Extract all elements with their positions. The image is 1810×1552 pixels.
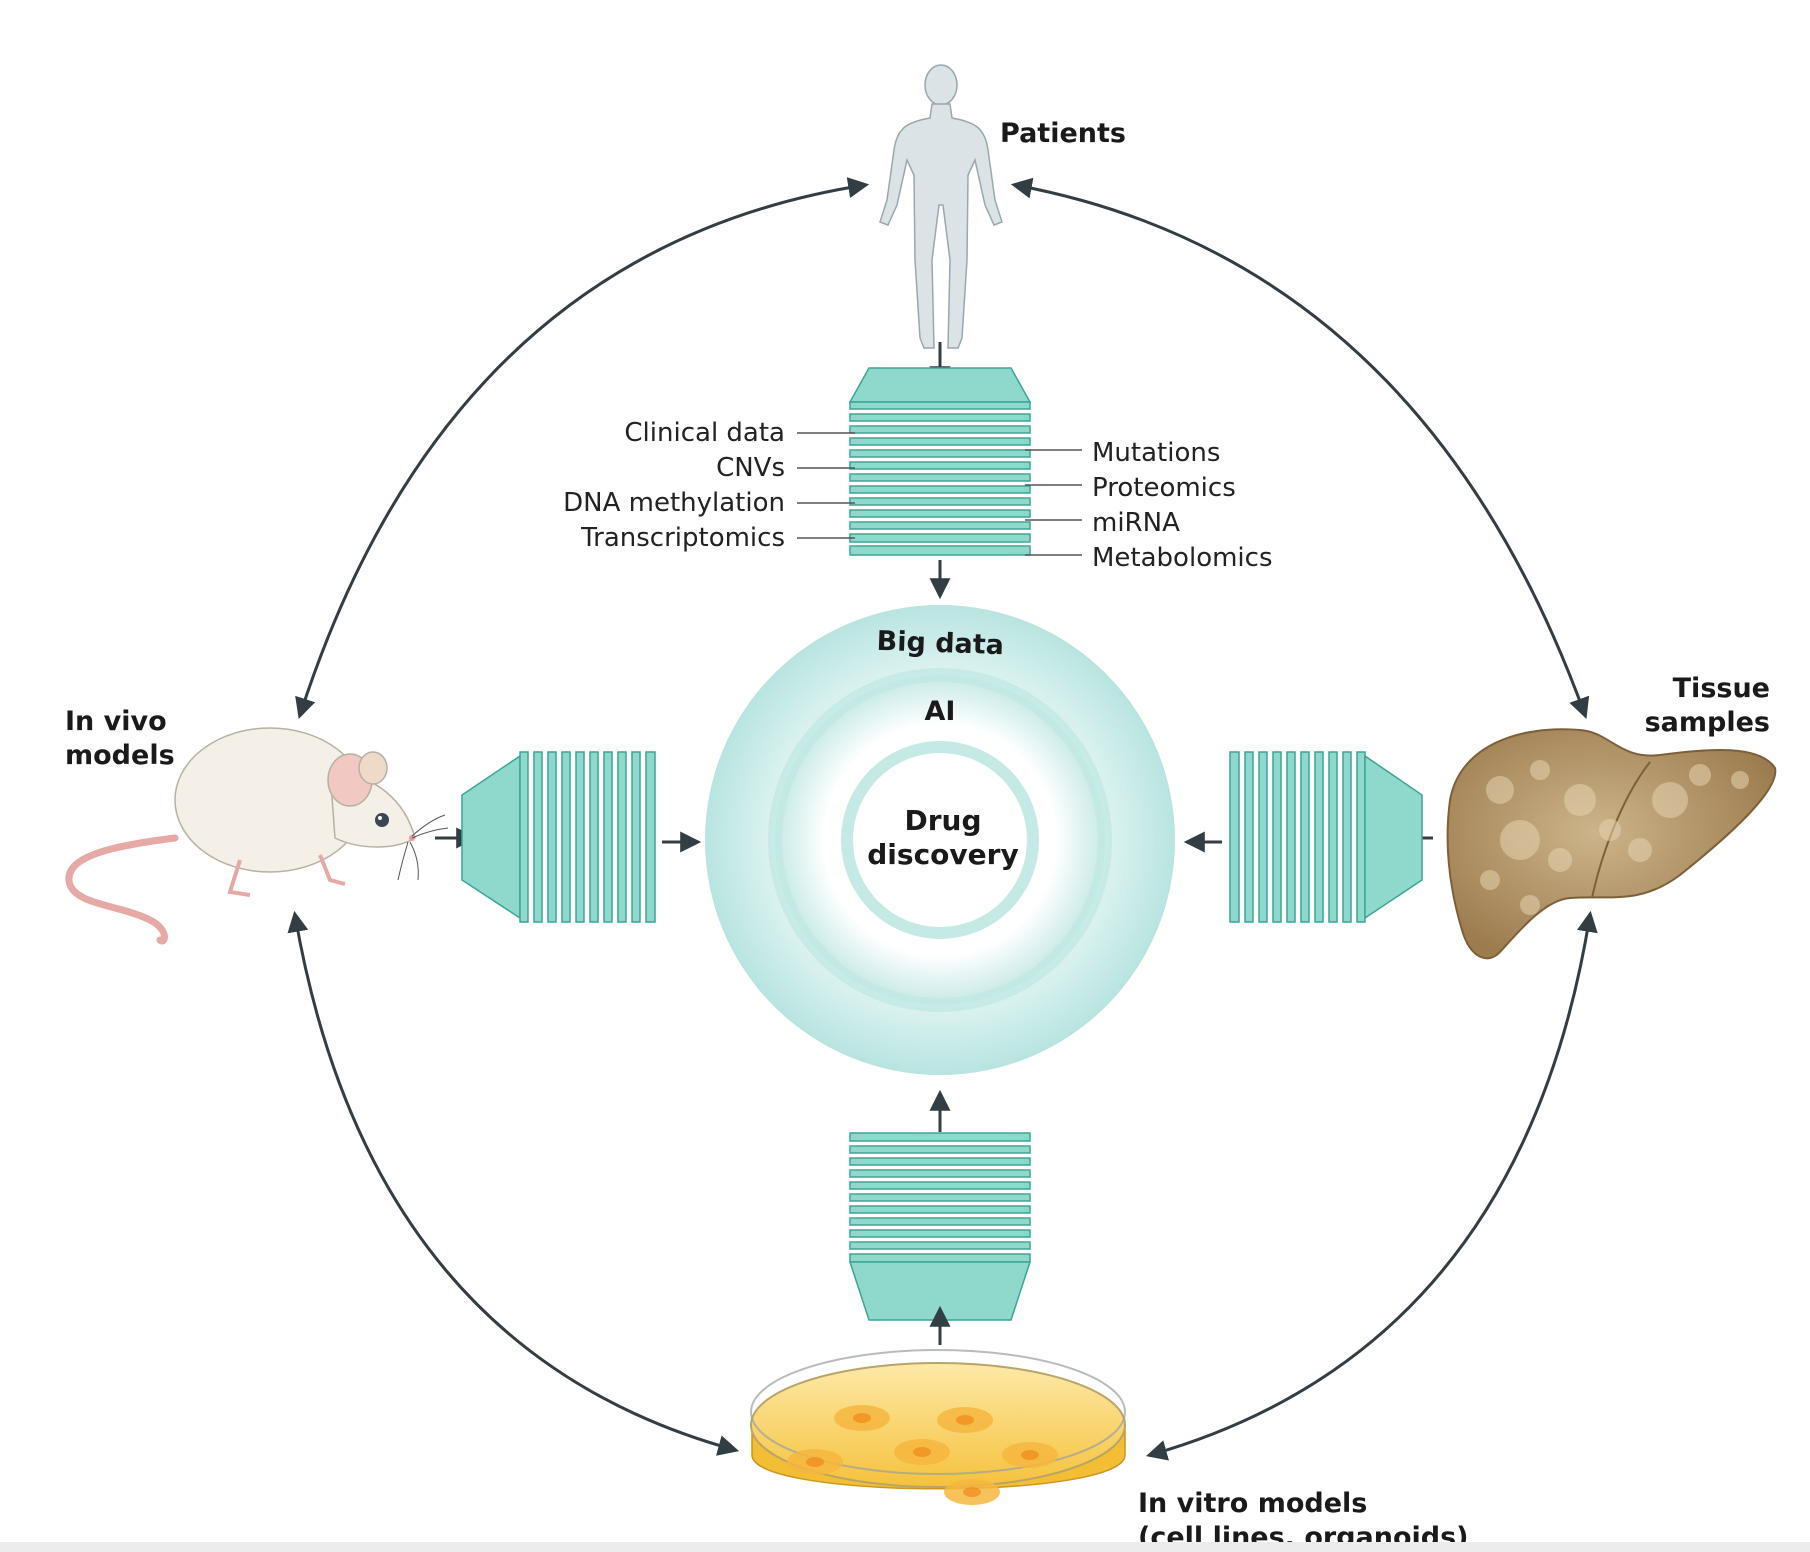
layer-labels-right: Mutations Proteomics miRNA Metabolomics: [1092, 438, 1273, 573]
layer-transcriptomics: Transcriptomics: [580, 523, 785, 553]
cycle-arrows: [287, 177, 1598, 1461]
layer-labels-left: Clinical data CNVs DNA methylation Trans…: [563, 418, 785, 553]
label-drug: Drug: [904, 804, 981, 837]
arc-tissue-invitro: [1145, 910, 1598, 1461]
arc-patients-invivo: [295, 177, 870, 719]
ring-ai-edge: [768, 668, 1112, 1012]
top-data-stack: [848, 367, 1032, 556]
layer-clinical-data: Clinical data: [624, 418, 785, 448]
label-in-vivo-2: models: [65, 740, 175, 771]
label-in-vitro-1: In vitro models: [1138, 1488, 1367, 1519]
liver-icon: [1446, 728, 1777, 960]
layer-proteomics: Proteomics: [1092, 473, 1236, 503]
layer-leaders: [797, 432, 1082, 556]
layer-metabolomics: Metabolomics: [1092, 543, 1273, 573]
ring-drug-discovery: [841, 741, 1039, 939]
label-in-vivo-1: In vivo: [65, 706, 167, 737]
label-patients: Patients: [1000, 118, 1126, 149]
bottom-edge-bar: [0, 1542, 1810, 1552]
petri-dish-icon: [750, 1349, 1126, 1505]
layer-dna-methylation: DNA methylation: [563, 488, 785, 518]
layer-mirna: miRNA: [1092, 508, 1180, 538]
label-big-data: Big data: [876, 626, 1004, 661]
label-tissue-2: samples: [1645, 707, 1770, 738]
left-data-stack: [461, 751, 656, 923]
layer-cnvs: CNVs: [716, 453, 785, 483]
right-data-stack: [1229, 751, 1423, 923]
center-rings: Big data AI Drug discovery: [705, 605, 1175, 1075]
label-tissue-1: Tissue: [1673, 673, 1770, 704]
label-ai: AI: [925, 696, 956, 727]
label-discovery: discovery: [867, 838, 1018, 871]
mouse-icon: [65, 727, 449, 945]
arc-patients-tissue: [1010, 177, 1590, 719]
layer-mutations: Mutations: [1092, 438, 1220, 468]
bottom-data-stack: [848, 1132, 1032, 1321]
patient-figure-icon: [879, 64, 1003, 349]
arc-invivo-invitro: [287, 910, 740, 1456]
